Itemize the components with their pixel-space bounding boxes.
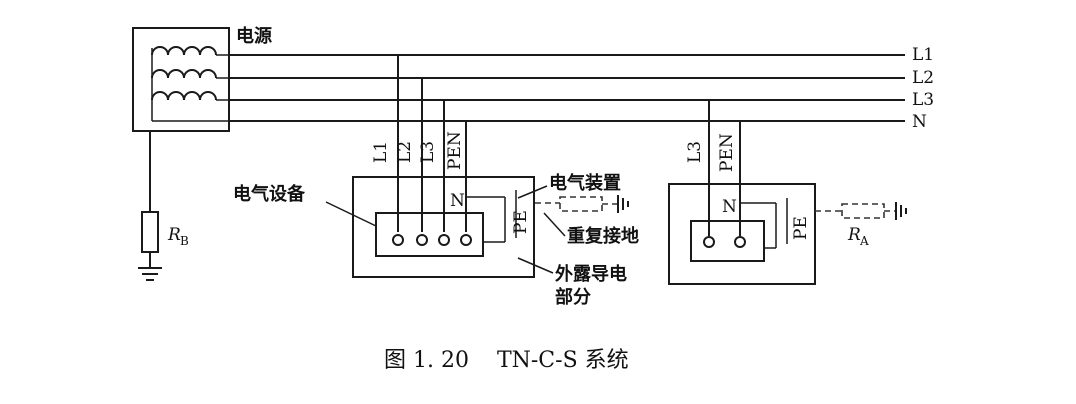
eq2-term-l3: L3 (685, 141, 705, 163)
figure-caption: 图 1. 20 TN-C-S 系统 (384, 348, 629, 373)
eq1-term-pen: PEN (445, 131, 465, 170)
exposed-leader (517, 257, 554, 274)
eq1-terminal-1 (392, 234, 404, 246)
rb-subscript: B (180, 234, 189, 248)
exposed-label-1: 外露导电 (555, 263, 627, 285)
rb-label: R (167, 225, 181, 245)
eq2-pe-label: PE (791, 216, 811, 240)
equipment-1 (352, 55, 535, 278)
eq2-terminal-2 (734, 236, 746, 248)
eq2-enclosure (668, 183, 816, 285)
eq2-terminal-1 (703, 236, 715, 248)
power-source (132, 27, 230, 132)
eq2-terminal-block (690, 220, 765, 262)
bus-label-l1: L1 (912, 45, 934, 65)
resistor-rb (141, 211, 159, 253)
eq1-terminal-4 (460, 234, 472, 246)
reground-leader (543, 212, 566, 237)
eq1-pe-label: PE (511, 210, 531, 234)
eq2-term-pen: PEN (717, 133, 737, 172)
eq1-term-l3: L3 (418, 141, 438, 163)
equipment-label: 电气设备 (233, 183, 306, 205)
source-grounding (138, 131, 162, 281)
installation-leader (517, 185, 548, 199)
installation-label: 电气装置 (549, 172, 621, 194)
eq1-n-label: N (450, 191, 465, 211)
bus-label-n: N (912, 112, 927, 132)
eq1-term-l2: L2 (395, 141, 415, 163)
eq1-terminal-2 (416, 234, 428, 246)
source-label: 电源 (236, 25, 272, 47)
eq2-ground-dashed (815, 202, 907, 220)
bus-label-l2: L2 (912, 68, 934, 88)
equipment-leader (325, 201, 377, 227)
eq1-terminal-3 (438, 234, 450, 246)
winding-3 (151, 91, 217, 101)
winding-1 (151, 46, 217, 56)
eq1-terminal-block (375, 212, 484, 257)
eq1-term-l1: L1 (371, 141, 391, 163)
ra-subscript: A (859, 234, 869, 248)
exposed-label-2: 部分 (555, 286, 591, 308)
eq1-enclosure (352, 176, 535, 278)
reground-label: 重复接地 (567, 225, 639, 247)
bus-lines (229, 54, 905, 122)
bus-label-l3: L3 (912, 90, 934, 110)
equipment-2 (668, 100, 816, 285)
ra-label: R (847, 225, 861, 245)
winding-2 (151, 69, 217, 79)
eq1-reground-dashed (535, 195, 629, 213)
eq2-n-label: N (722, 197, 737, 217)
